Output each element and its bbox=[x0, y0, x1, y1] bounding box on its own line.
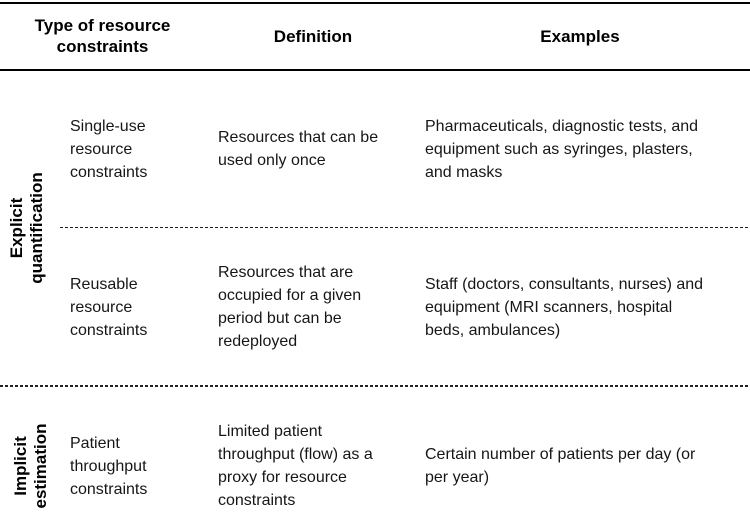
table-row-1-examples-cell: Pharmaceuticals, diagnostic tests, and e… bbox=[425, 70, 745, 228]
table-top-rule bbox=[0, 2, 750, 4]
table-row-2-definition-cell: Resources that are occupied for a given … bbox=[218, 228, 420, 386]
table-row-2-type-cell: Reusable resource constraints bbox=[70, 228, 205, 386]
table-row-3-examples-cell: Certain number of patients per day (or p… bbox=[425, 386, 745, 512]
column-header-type-label: Type of resource constraints bbox=[34, 16, 171, 56]
row-3-definition-text: Limited patient throughput (flow) as a p… bbox=[218, 423, 373, 509]
header-bottom-rule bbox=[0, 69, 750, 71]
row-1-examples-text: Pharmaceuticals, diagnostic tests, and e… bbox=[425, 117, 699, 181]
column-header-definition: Definition bbox=[233, 4, 393, 68]
row-3-examples-text: Certain number of patients per day (or p… bbox=[425, 446, 696, 486]
row-2-examples-text: Staff (doctors, consultants, nurses) and… bbox=[425, 275, 704, 339]
row-1-definition-text: Resources that can be used only once bbox=[218, 129, 379, 169]
column-header-examples-label: Examples bbox=[540, 26, 620, 46]
row-2-type-text: Reusable resource constraints bbox=[70, 275, 148, 339]
section-separator-dashed bbox=[0, 385, 750, 387]
row-separator-dotted bbox=[60, 227, 750, 229]
group-label-implicit-estimation-text: Implicit estimation bbox=[11, 423, 50, 509]
column-header-definition-label: Definition bbox=[273, 26, 353, 46]
column-header-examples: Examples bbox=[480, 4, 680, 68]
table-row-1-definition-cell: Resources that can be used only once bbox=[218, 70, 420, 228]
row-3-type-text: Patient throughput constraints bbox=[70, 434, 148, 498]
group-label-explicit-quantification-text: Explicit quantification bbox=[7, 172, 46, 284]
table-row-3-type-cell: Patient throughput constraints bbox=[70, 386, 205, 512]
row-2-definition-text: Resources that are occupied for a given … bbox=[218, 264, 362, 350]
table-row-2-examples-cell: Staff (doctors, consultants, nurses) and… bbox=[425, 228, 745, 386]
row-1-type-text: Single-use resource constraints bbox=[70, 117, 148, 181]
column-header-type: Type of resource constraints bbox=[15, 4, 190, 68]
table-row-1-type-cell: Single-use resource constraints bbox=[70, 70, 205, 228]
table-row-3-definition-cell: Limited patient throughput (flow) as a p… bbox=[218, 386, 420, 512]
